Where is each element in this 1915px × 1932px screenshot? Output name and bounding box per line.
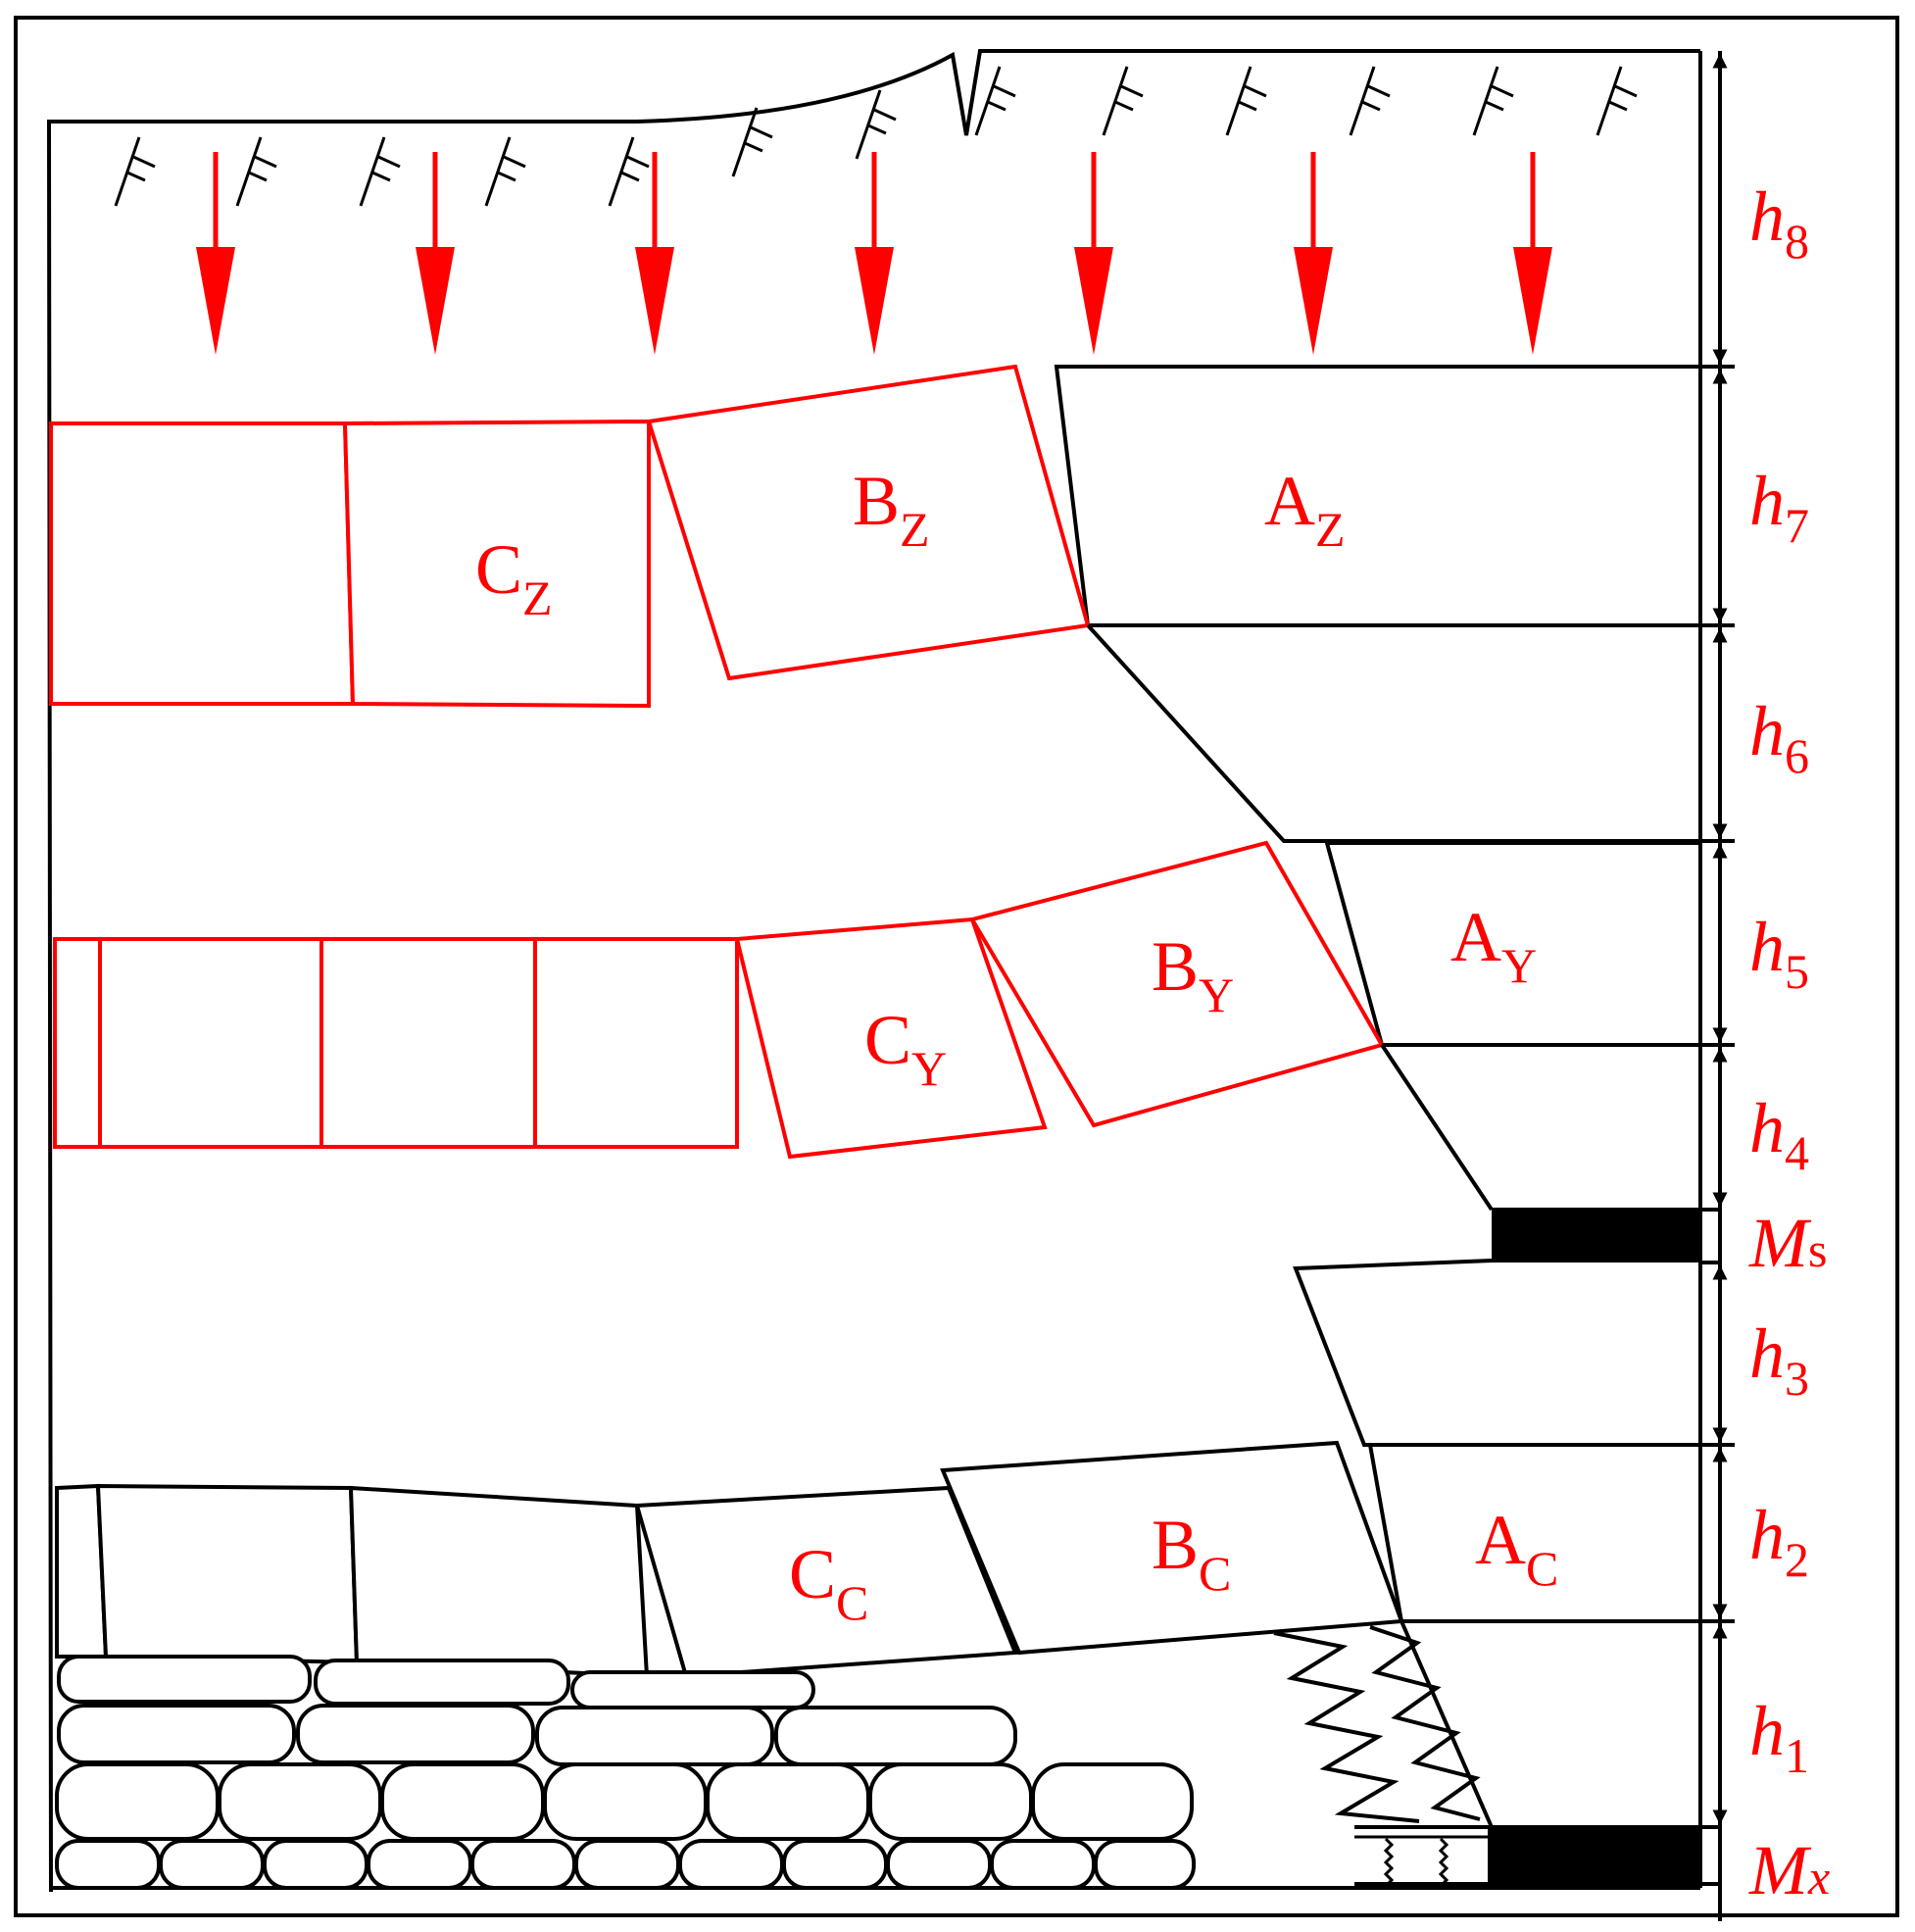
block-cc <box>634 1485 1018 1679</box>
arrow-down-icon <box>1513 152 1552 355</box>
label-cz: CZ <box>475 530 553 625</box>
ground-hatching <box>114 66 1638 207</box>
ground-surface-line <box>46 49 1700 1893</box>
goaf-rubble <box>55 1655 1196 1890</box>
block-cy-left-4 <box>533 937 739 1149</box>
dim-label-h7: h7 <box>1749 462 1809 553</box>
dimension-ticks <box>1700 365 1735 1623</box>
label-ac: AC <box>1475 1501 1558 1596</box>
dim-label-h8: h8 <box>1749 177 1809 269</box>
arrow-down-icon <box>196 152 235 355</box>
label-cc: CC <box>789 1535 868 1630</box>
layer-h6-boundary <box>1086 623 1700 843</box>
dim-label-h6: h6 <box>1749 692 1809 783</box>
dim-label-h5: h5 <box>1749 908 1809 999</box>
support-springs <box>1383 1837 1449 1888</box>
block-cc-left-3 <box>348 1485 650 1679</box>
arrow-down-icon <box>1074 152 1113 355</box>
block-cy-left-3 <box>319 937 537 1149</box>
goaf-caving-zigzag <box>1273 1625 1481 1823</box>
dim-label-h4: h4 <box>1749 1089 1809 1180</box>
load-arrows <box>196 152 1552 355</box>
layer-h3-block <box>1293 1259 1702 1447</box>
block-cy <box>734 916 1048 1160</box>
arrow-down-icon <box>416 152 455 355</box>
dim-label-h1: h1 <box>1749 1692 1809 1783</box>
dim-label-mx: Mx <box>1748 1831 1830 1909</box>
label-bz: BZ <box>853 462 930 557</box>
label-cy: CY <box>864 1001 947 1096</box>
block-az <box>1054 365 1702 627</box>
arrow-down-icon <box>855 152 894 355</box>
label-az: AZ <box>1264 462 1346 557</box>
block-cz <box>342 419 651 709</box>
coal-seam-mx <box>1488 1827 1700 1884</box>
block-cz-left <box>49 421 356 706</box>
block-cy-left-1 <box>53 937 102 1149</box>
dim-label-h2: h2 <box>1749 1496 1809 1587</box>
label-bc: BC <box>1152 1506 1231 1601</box>
label-by: BY <box>1152 927 1234 1022</box>
block-cy-left-2 <box>98 937 323 1149</box>
dim-label-h3: h3 <box>1749 1314 1809 1406</box>
block-cc-left-2 <box>95 1483 360 1665</box>
label-ay: AY <box>1450 898 1537 993</box>
diagram-frame <box>14 16 1899 1917</box>
arrow-down-icon <box>635 152 674 355</box>
layer-h4-boundary <box>1380 1043 1494 1212</box>
dim-label-ms: Ms <box>1748 1204 1827 1282</box>
coal-seam-ms <box>1492 1210 1700 1261</box>
layer-h1-boundary <box>1399 1620 1494 1828</box>
arrow-down-icon <box>1294 152 1333 355</box>
